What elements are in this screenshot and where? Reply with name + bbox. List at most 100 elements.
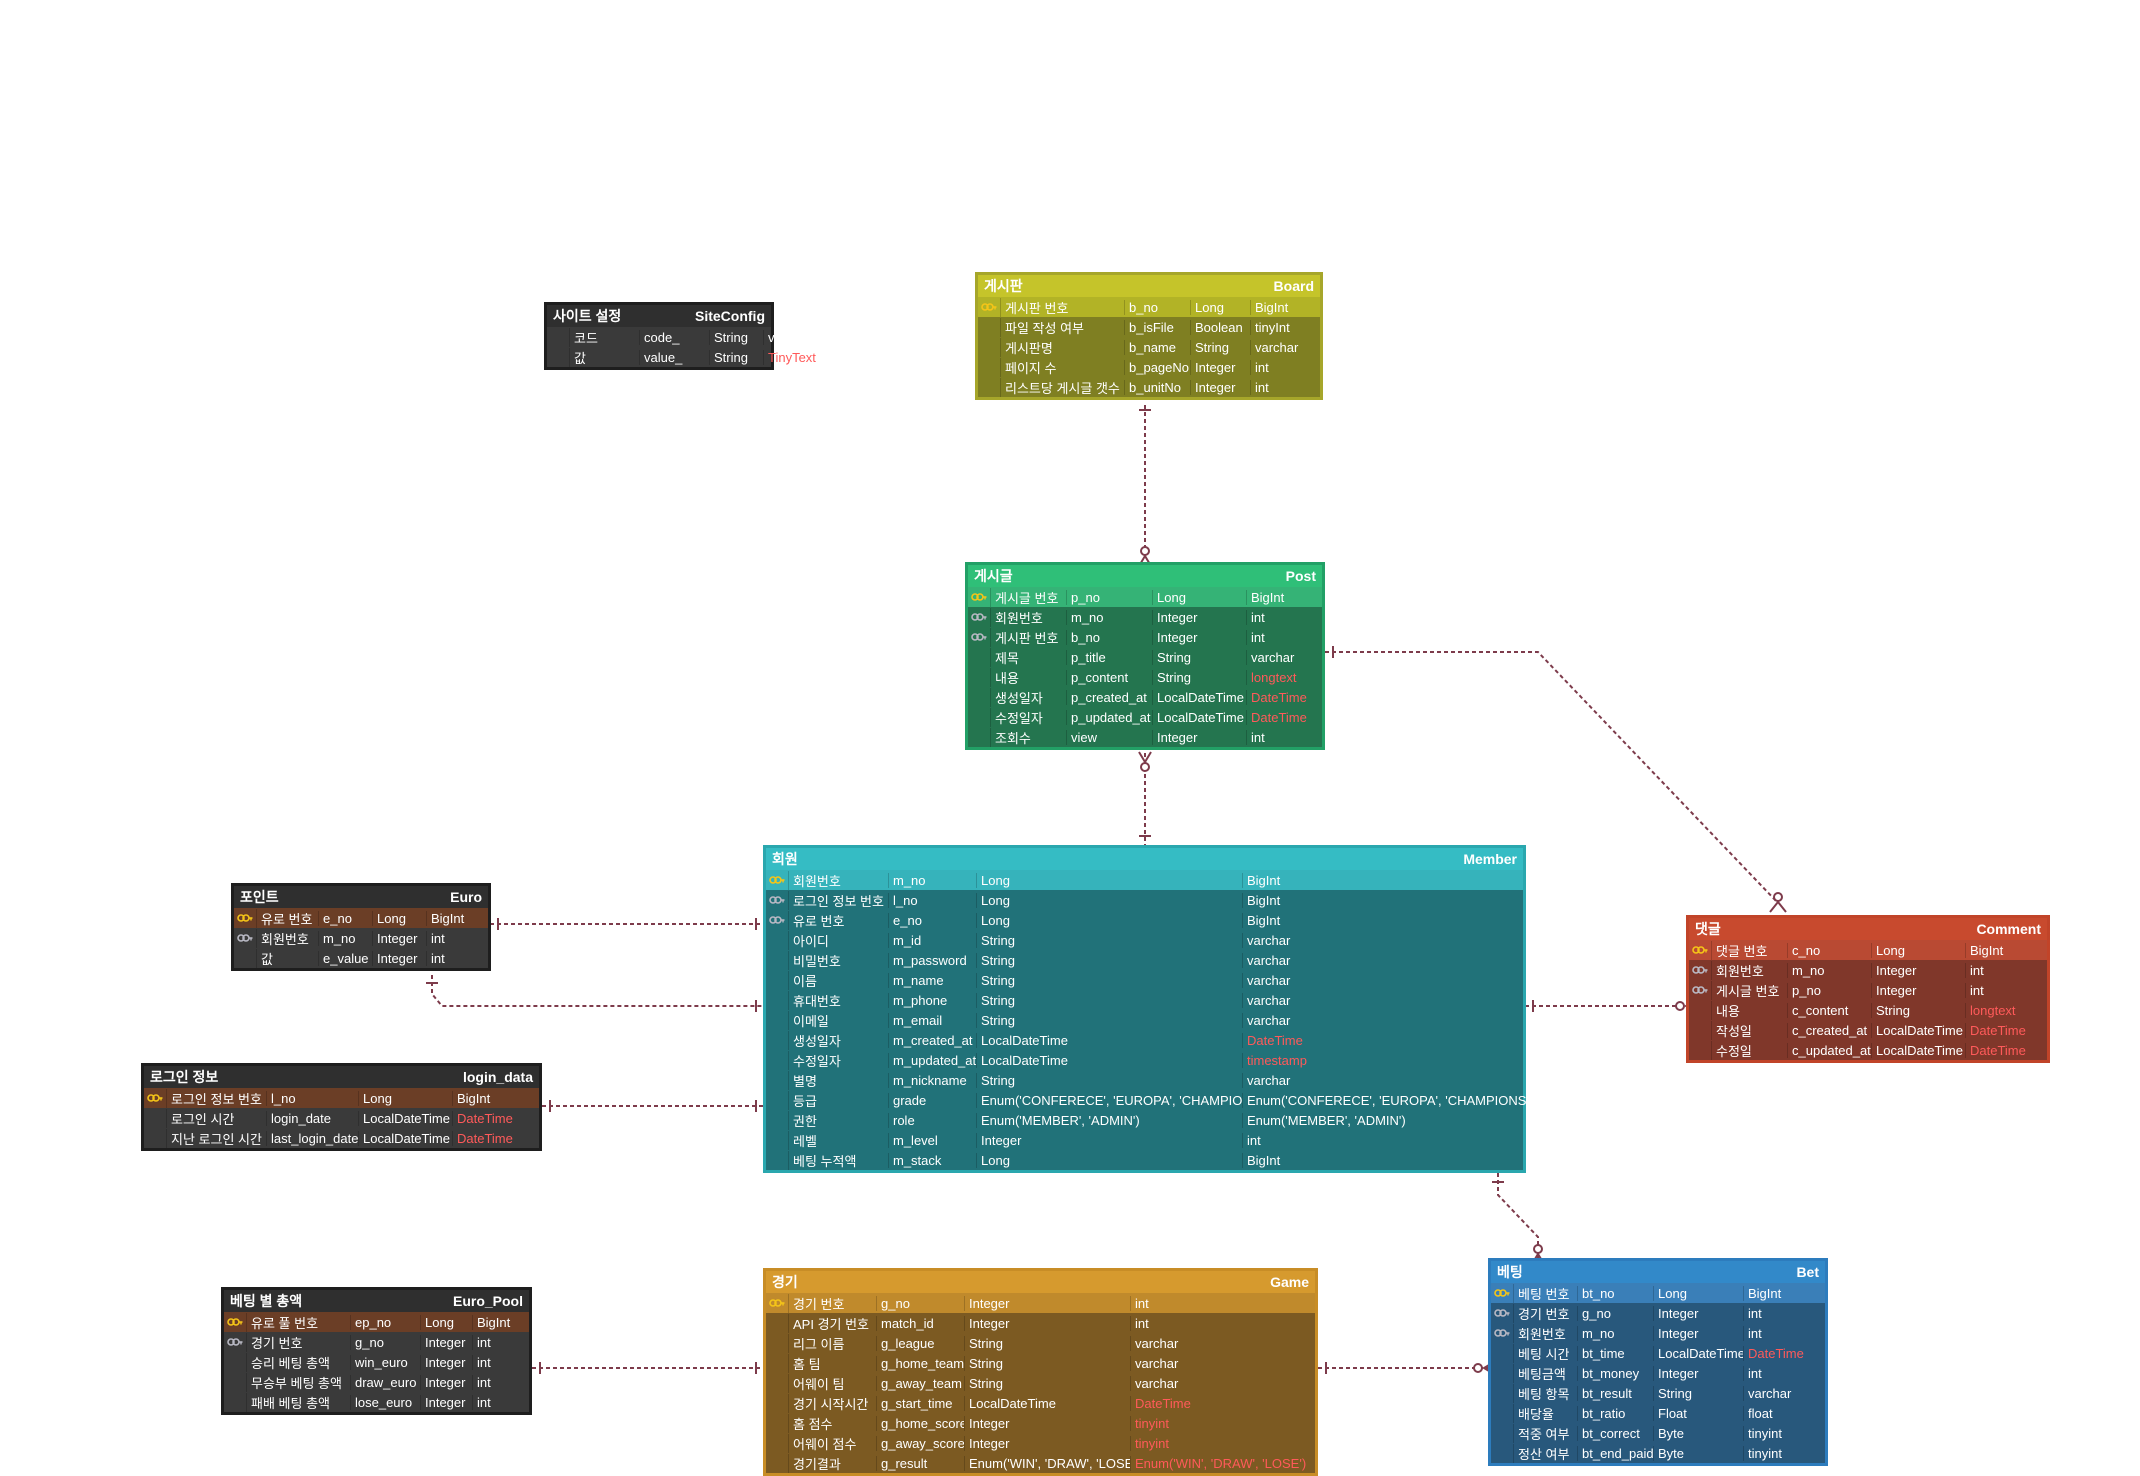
table-title: 댓글 [1695, 921, 1721, 937]
column-db-type: int [1246, 609, 1350, 625]
column-label: 이름 [788, 970, 888, 990]
column-db-type: varchar [1242, 1072, 1551, 1088]
column-db-type: BigInt [1242, 1152, 1551, 1168]
column-java-type: String [1190, 339, 1250, 355]
column-java-type: Integer [1653, 1365, 1743, 1381]
column-db-type: DateTime [1246, 709, 1350, 725]
column-db-type: tinyint [1743, 1445, 1853, 1461]
column-label: 경기 시작시간 [788, 1393, 876, 1413]
column-name: e_no [318, 910, 372, 926]
column-java-type: Integer [1871, 962, 1965, 978]
column-db-type: DateTime [1743, 1345, 1853, 1361]
column-label: 조회수 [990, 727, 1066, 747]
table-title: 포인트 [240, 889, 279, 905]
